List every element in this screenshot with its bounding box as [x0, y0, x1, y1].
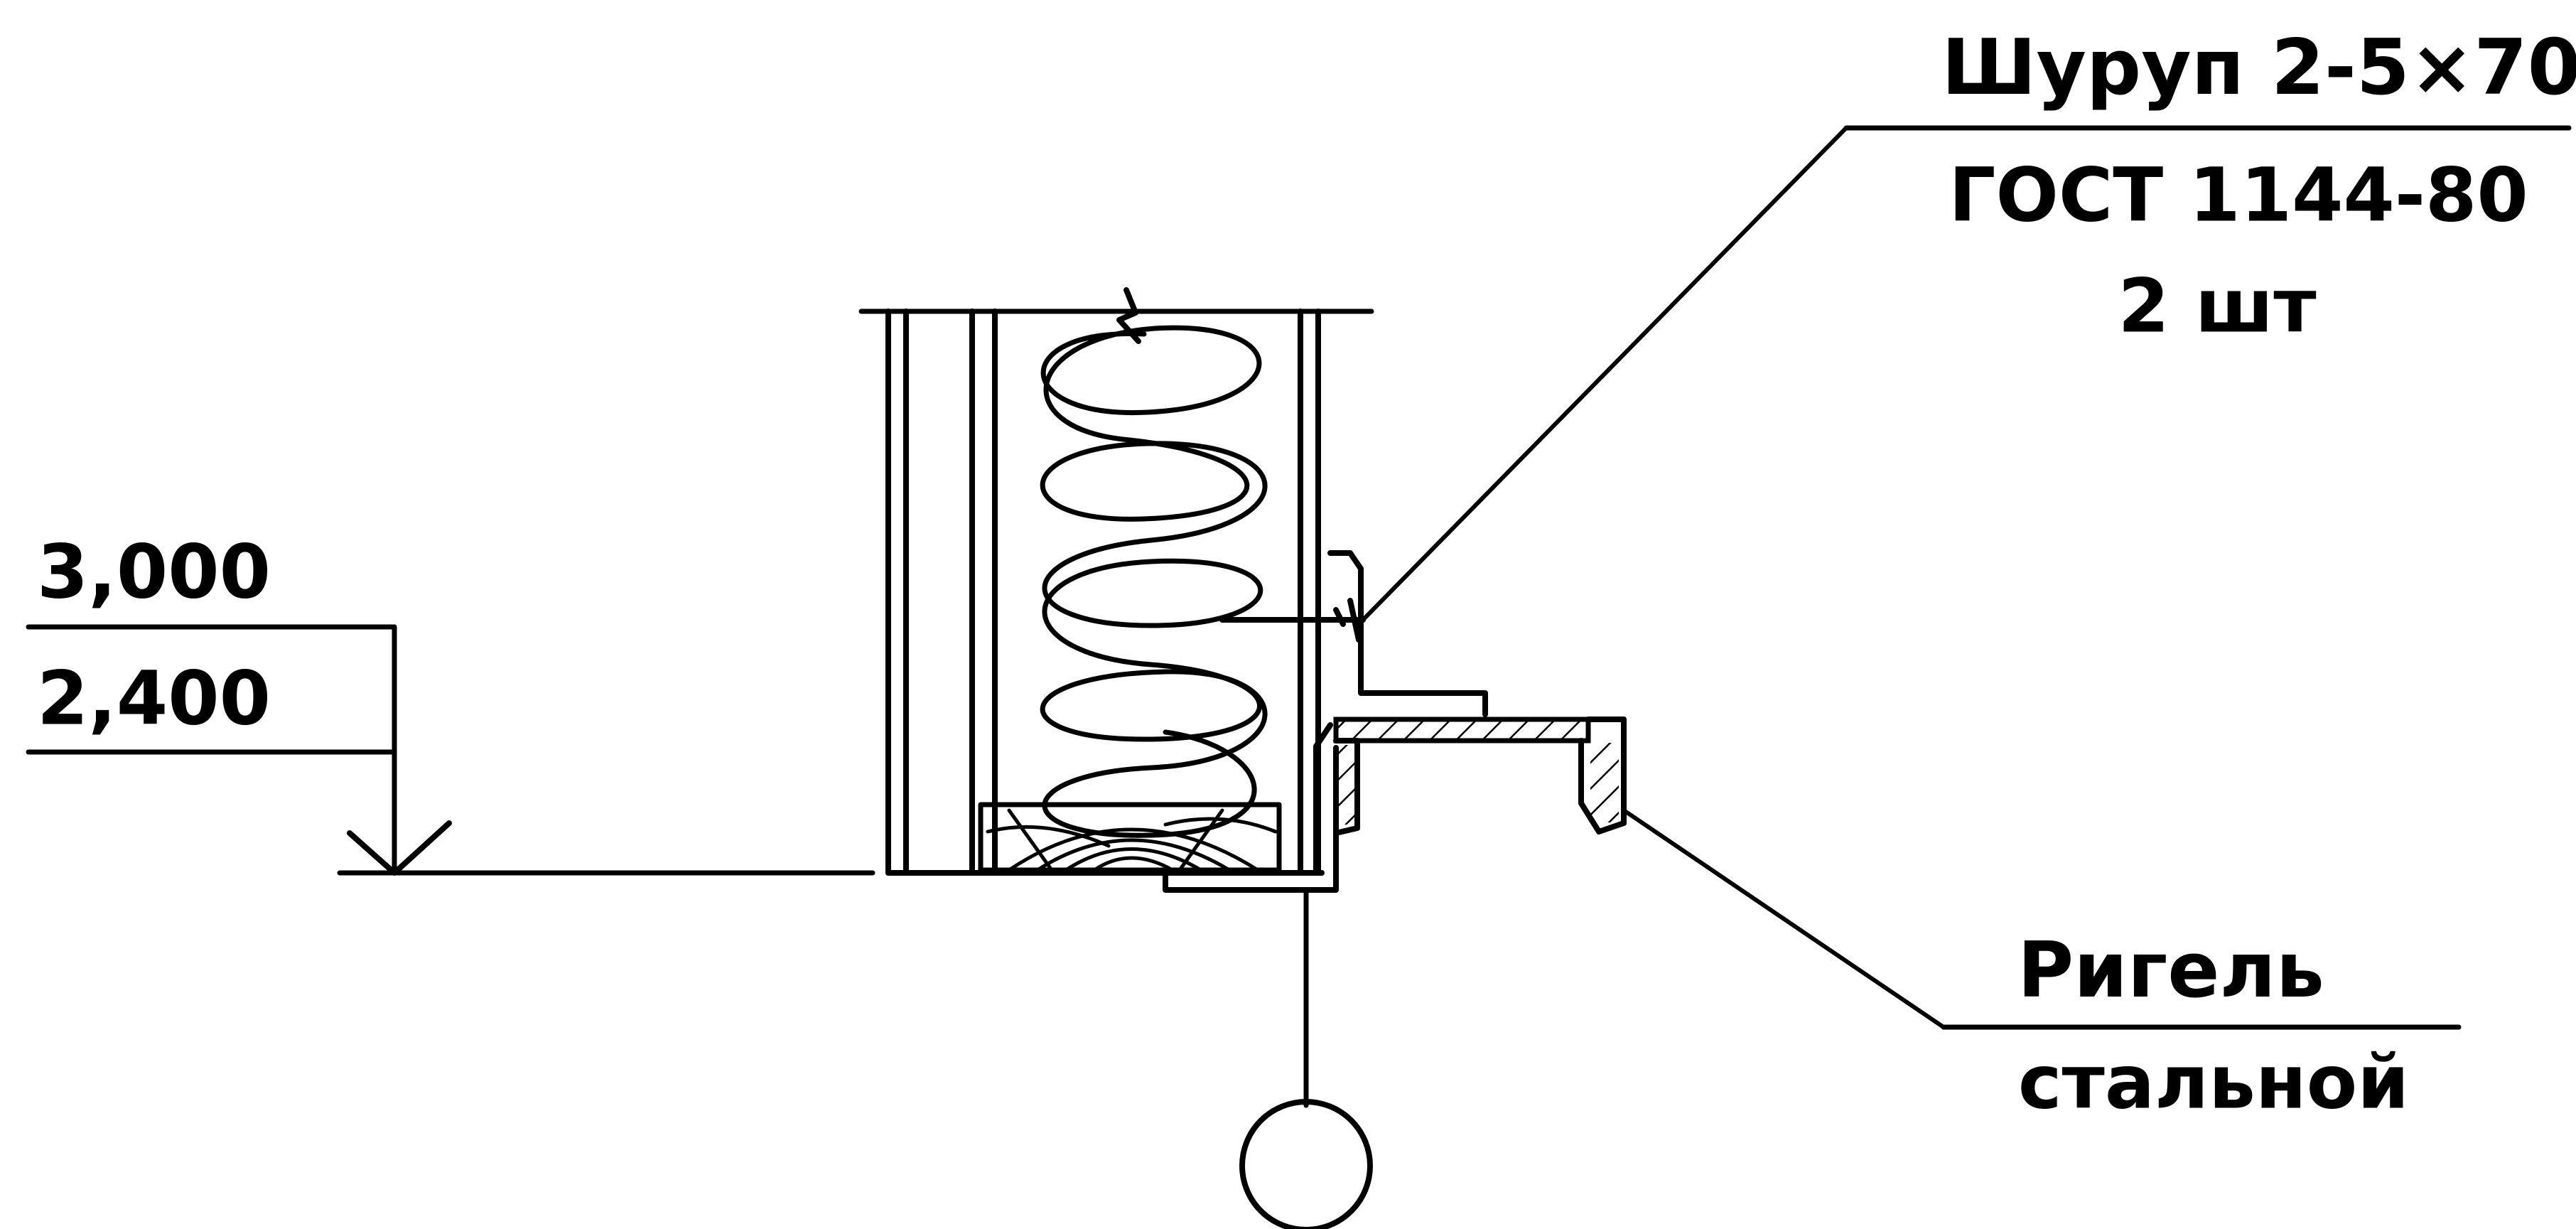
beam-lip-hatch — [1339, 745, 1354, 825]
beam-lip — [1333, 738, 1360, 836]
elevation-lower-value: 2,400 — [37, 655, 271, 741]
screw-callout: Шуруп 2-5×70.2 ГОСТ 1144-80 2 шт — [1361, 23, 2576, 622]
beam-material-label: стальной — [2018, 1039, 2409, 1125]
bracket-lower-angle — [1163, 722, 1339, 893]
axis-marker — [1239, 887, 1373, 1229]
elevation-arrow-icon — [347, 820, 452, 876]
beam-callout: Ригель стальной — [1622, 808, 2462, 1125]
timber-grain — [986, 808, 1278, 872]
wall-panel-section — [858, 287, 1374, 876]
steel-beam-section — [1333, 717, 1627, 836]
elevation-upper-value: 3,000 — [37, 528, 271, 615]
axis-bubble — [1239, 1099, 1373, 1229]
beam-flange-hatch — [1333, 717, 1591, 744]
beam-name-label: Ригель — [2017, 926, 2324, 1015]
bracket-upper-leg — [1327, 550, 1488, 717]
timber-bottom-plate — [978, 802, 1282, 873]
beam-web — [1578, 717, 1627, 834]
screw-leader-line — [1361, 126, 1848, 622]
insulation-fill — [1040, 325, 1268, 838]
screw-head-icon — [1333, 598, 1362, 643]
screw-quantity-label: 2 шт — [2118, 262, 2316, 349]
screw-standard-label: ГОСТ 1144-80 — [1949, 151, 2528, 238]
steel-angle-bracket — [1163, 550, 1488, 893]
beam-web-hatch — [1590, 743, 1619, 822]
elevation-mark: 3,000 2,400 — [26, 528, 875, 876]
screw-name-label: Шуруп 2-5×70.2 — [1941, 23, 2576, 112]
beam-leader-line — [1622, 808, 1946, 1029]
